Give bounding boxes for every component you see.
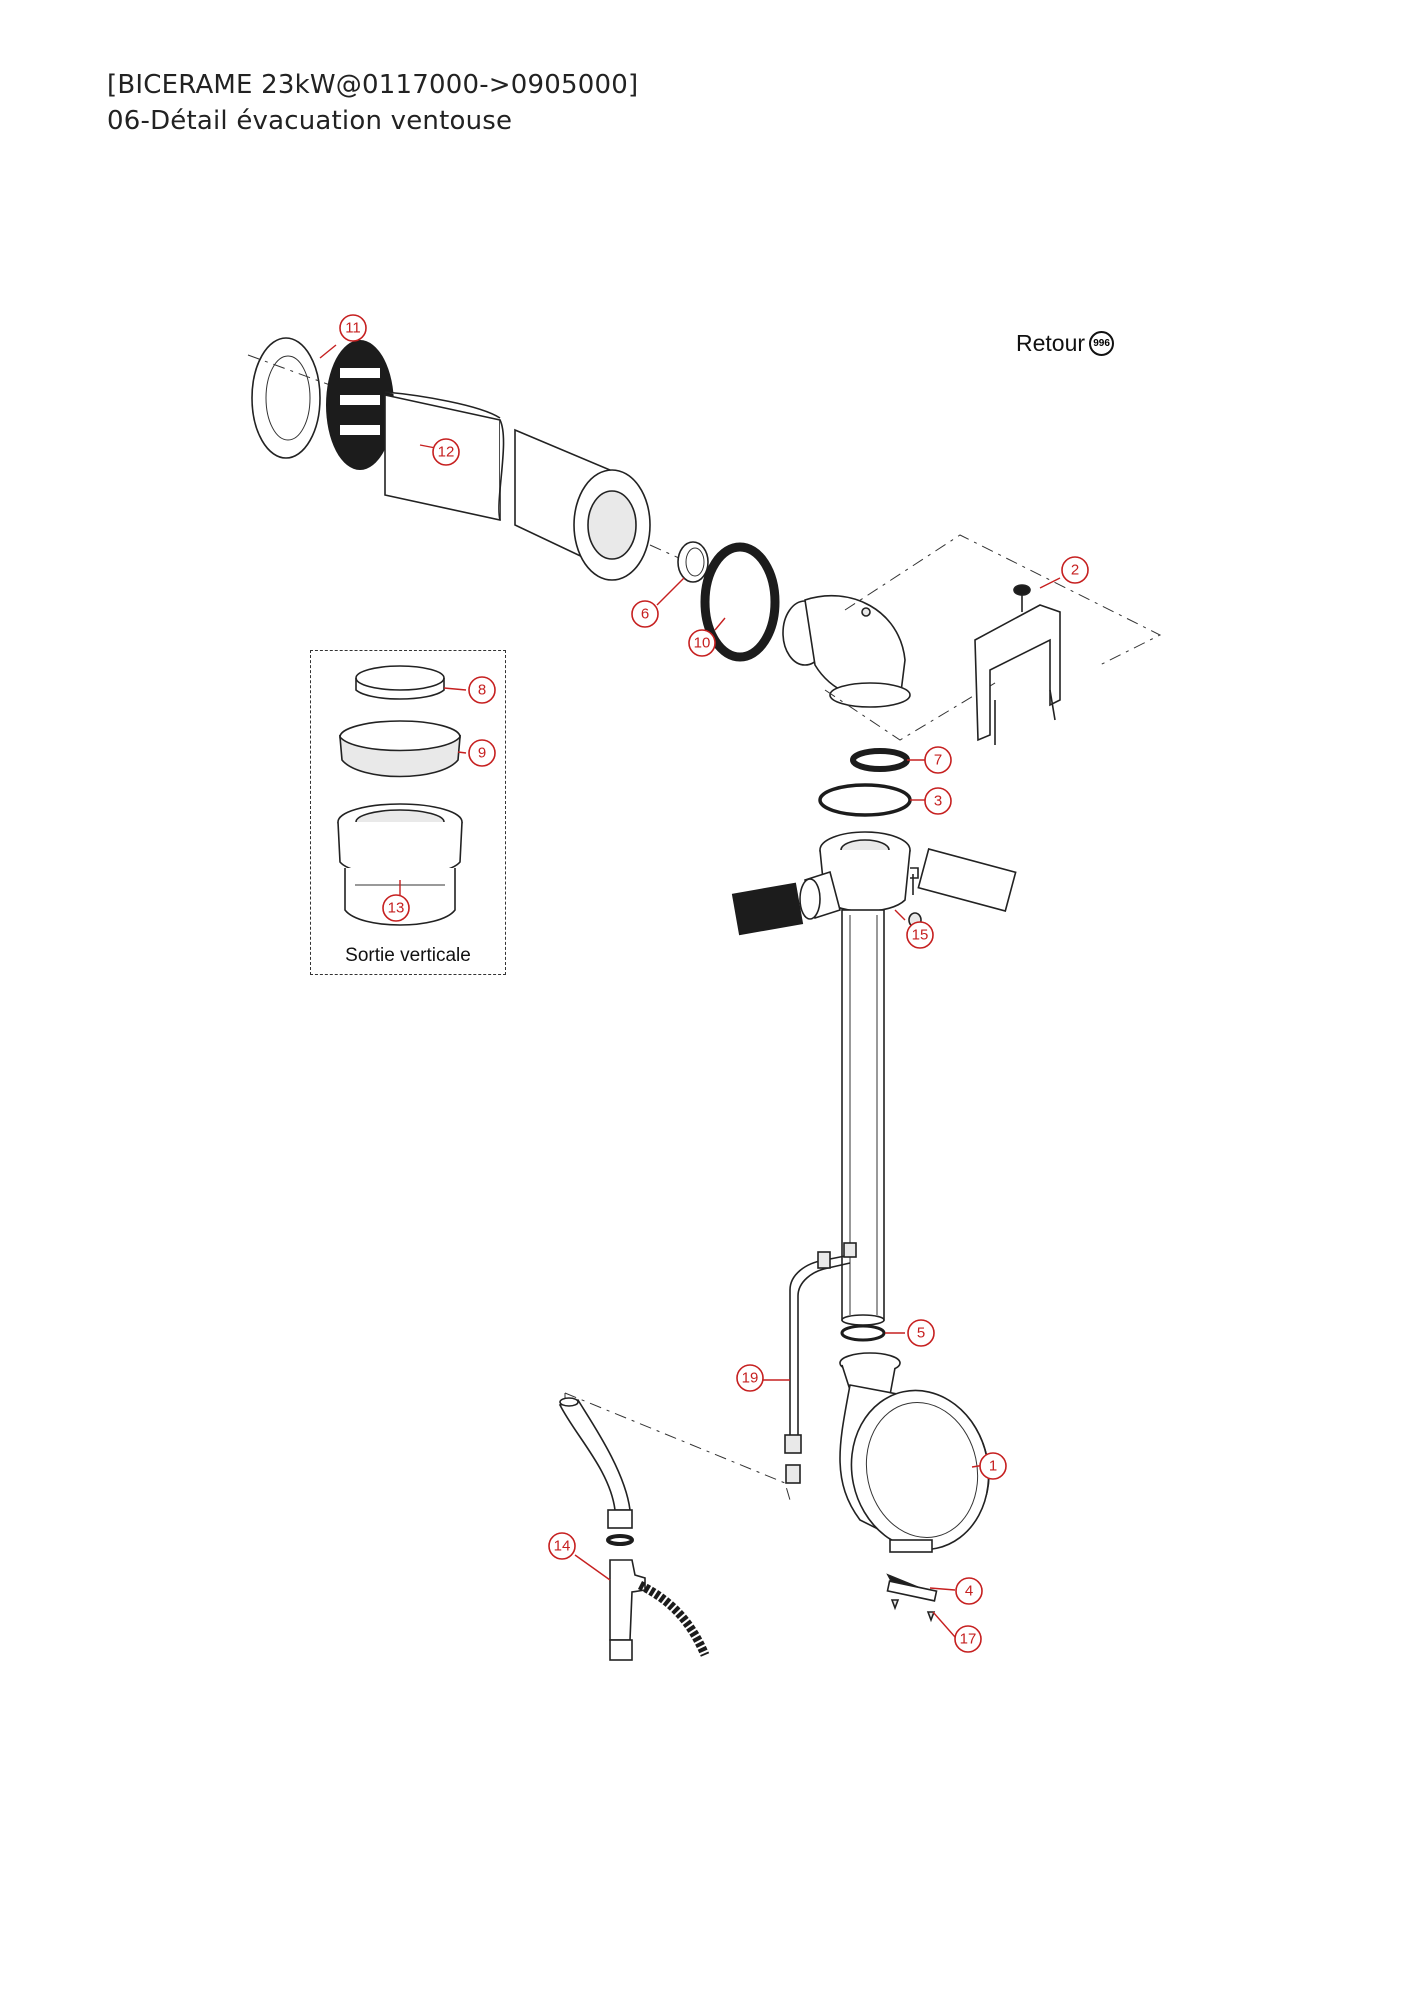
part-6-ring	[677, 541, 709, 583]
callout-6[interactable]: 6	[631, 600, 659, 628]
callout-2[interactable]: 2	[1061, 556, 1089, 584]
callout-14[interactable]: 14	[548, 1532, 576, 1560]
callout-10[interactable]: 10	[688, 629, 716, 657]
part-19-hose	[784, 1242, 857, 1484]
part-12-terminal	[326, 340, 651, 581]
part-4-plate	[886, 1573, 938, 1602]
svg-text:7: 7	[934, 752, 942, 769]
callout-3[interactable]: 3	[924, 787, 952, 815]
part-2-elbow	[782, 595, 911, 708]
svg-text:12: 12	[438, 444, 455, 461]
callout-4[interactable]: 4	[955, 1577, 983, 1605]
document-title: [BICERAME 23kW@0117000->0905000]	[107, 70, 639, 100]
callout-5[interactable]: 5	[907, 1319, 935, 1347]
svg-text:6: 6	[641, 606, 649, 623]
part-2-bracket	[974, 584, 1061, 745]
svg-text:4: 4	[965, 1583, 973, 1600]
callout-12[interactable]: 12	[432, 438, 460, 466]
part-7-ring	[850, 748, 910, 772]
part-3-oring	[818, 783, 912, 817]
svg-text:2: 2	[1071, 562, 1079, 579]
part-17-screws	[890, 1599, 936, 1623]
svg-text:5: 5	[917, 1325, 925, 1342]
part-11-outlet	[337, 803, 463, 926]
svg-text:17: 17	[960, 1631, 977, 1648]
part-15-tee	[731, 831, 1017, 936]
vertical-outlet-inset	[310, 650, 506, 975]
callout-9[interactable]: 9	[468, 739, 496, 767]
inset-label: Sortie verticale	[345, 945, 471, 966]
svg-text:9: 9	[478, 745, 486, 762]
part-5-ring	[840, 1324, 886, 1342]
part-1-collector	[839, 1352, 990, 1553]
callout-1[interactable]: 1	[979, 1452, 1007, 1480]
part-14-siphon	[558, 1397, 710, 1661]
callout-13[interactable]: 11	[339, 314, 367, 342]
svg-text:10: 10	[694, 635, 711, 652]
svg-text:1: 1	[989, 1458, 997, 1475]
svg-text:11: 11	[345, 320, 361, 337]
retour-label: Retour	[1016, 330, 1086, 356]
callout-7[interactable]: 7	[924, 746, 952, 774]
svg-text:13: 13	[388, 900, 405, 917]
callout-8[interactable]: 8	[468, 676, 496, 704]
svg-text:14: 14	[554, 1538, 571, 1555]
svg-text:8: 8	[478, 682, 486, 699]
part-8-ring	[355, 665, 445, 700]
svg-text:3: 3	[934, 793, 942, 810]
part-13-ring	[251, 337, 321, 459]
callout-11[interactable]: 13	[382, 894, 410, 922]
callout-15[interactable]: 15	[906, 921, 934, 949]
part-10-seal	[700, 542, 780, 662]
retour-link[interactable]: Retour 996	[1016, 330, 1115, 357]
svg-text:15: 15	[912, 927, 929, 944]
callout-19[interactable]: 19	[736, 1364, 764, 1392]
callout-17[interactable]: 17	[954, 1625, 982, 1653]
section-subtitle: 06-Détail évacuation ventouse	[107, 106, 513, 136]
svg-text:19: 19	[742, 1370, 759, 1387]
part-9-ring	[338, 720, 462, 778]
retour-page-badge: 996	[1089, 331, 1115, 356]
